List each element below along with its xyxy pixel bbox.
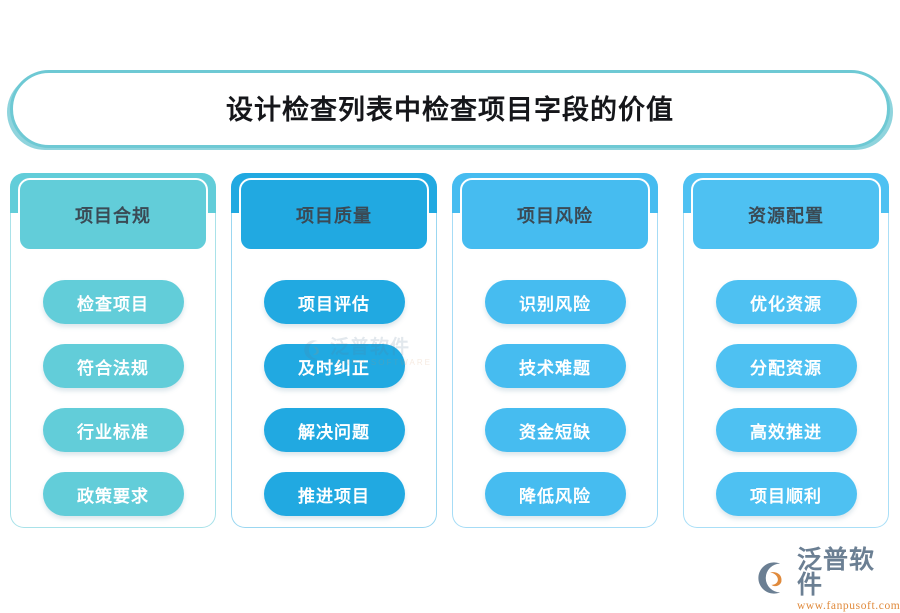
list-item[interactable]: 高效推进 bbox=[715, 408, 857, 452]
list-item[interactable]: 检查项目 bbox=[42, 280, 184, 324]
title-box bbox=[10, 70, 890, 148]
logo-text-stack: 泛普软件 www.fanpusoft.com bbox=[797, 548, 900, 613]
fanpu-logo-icon bbox=[752, 558, 792, 603]
list-item[interactable]: 降低风险 bbox=[484, 472, 626, 516]
list-item-label: 推进项目 bbox=[298, 486, 370, 506]
card-header-label: 项目合规 bbox=[75, 205, 151, 226]
list-item[interactable]: 推进项目 bbox=[263, 472, 405, 516]
logo-company-name: 泛普软件 bbox=[797, 546, 876, 599]
list-item-label: 技术难题 bbox=[519, 358, 591, 378]
list-item[interactable]: 行业标准 bbox=[42, 408, 184, 452]
card-header[interactable]: 项目质量 bbox=[239, 178, 429, 251]
item-list: 项目评估 及时纠正 解决问题 推进项目 bbox=[231, 280, 437, 536]
page-title: 设计检查列表中检查项目字段的价值 bbox=[226, 94, 674, 125]
item-list: 检查项目 符合法规 行业标准 政策要求 bbox=[10, 280, 216, 536]
list-item[interactable]: 政策要求 bbox=[42, 472, 184, 516]
card-header-label: 项目风险 bbox=[517, 205, 593, 226]
card-header-label: 资源配置 bbox=[748, 205, 824, 226]
list-item[interactable]: 优化资源 bbox=[715, 280, 857, 324]
list-item-label: 项目顺利 bbox=[750, 486, 822, 506]
card-header-label: 项目质量 bbox=[296, 205, 372, 226]
list-item[interactable]: 项目顺利 bbox=[715, 472, 857, 516]
infographic-canvas: 设计检查列表中检查项目字段的价值 项目合规 检查项目 符合法规 行业标准 政策要… bbox=[10, 68, 900, 612]
list-item-label: 资金短缺 bbox=[519, 422, 591, 442]
list-item-label: 符合法规 bbox=[77, 358, 149, 378]
list-item-label: 及时纠正 bbox=[298, 358, 370, 378]
list-item[interactable]: 及时纠正 bbox=[263, 344, 405, 388]
list-item[interactable]: 识别风险 bbox=[484, 280, 626, 324]
list-item-label: 分配资源 bbox=[750, 358, 822, 378]
list-item[interactable]: 分配资源 bbox=[715, 344, 857, 388]
brand-logo: 泛普软件 www.fanpusoft.com bbox=[752, 548, 900, 613]
list-item-label: 识别风险 bbox=[519, 294, 591, 314]
list-item-label: 优化资源 bbox=[750, 294, 822, 314]
card-header[interactable]: 项目合规 bbox=[18, 178, 208, 251]
logo-website-url: www.fanpusoft.com bbox=[797, 600, 900, 612]
list-item[interactable]: 符合法规 bbox=[42, 344, 184, 388]
list-item-label: 解决问题 bbox=[298, 422, 370, 442]
list-item[interactable]: 解决问题 bbox=[263, 408, 405, 452]
list-item-label: 行业标准 bbox=[77, 422, 149, 442]
list-item[interactable]: 项目评估 bbox=[263, 280, 405, 324]
card-header[interactable]: 资源配置 bbox=[691, 178, 881, 251]
list-item-label: 检查项目 bbox=[77, 294, 149, 314]
list-item[interactable]: 技术难题 bbox=[484, 344, 626, 388]
item-list: 优化资源 分配资源 高效推进 项目顺利 bbox=[683, 280, 889, 536]
list-item-label: 项目评估 bbox=[298, 294, 370, 314]
card-header[interactable]: 项目风险 bbox=[460, 178, 650, 251]
list-item-label: 降低风险 bbox=[519, 486, 591, 506]
list-item-label: 政策要求 bbox=[77, 486, 149, 506]
item-list: 识别风险 技术难题 资金短缺 降低风险 bbox=[452, 280, 658, 536]
list-item-label: 高效推进 bbox=[750, 422, 822, 442]
list-item[interactable]: 资金短缺 bbox=[484, 408, 626, 452]
title-container: 设计检查列表中检查项目字段的价值 bbox=[10, 68, 890, 146]
